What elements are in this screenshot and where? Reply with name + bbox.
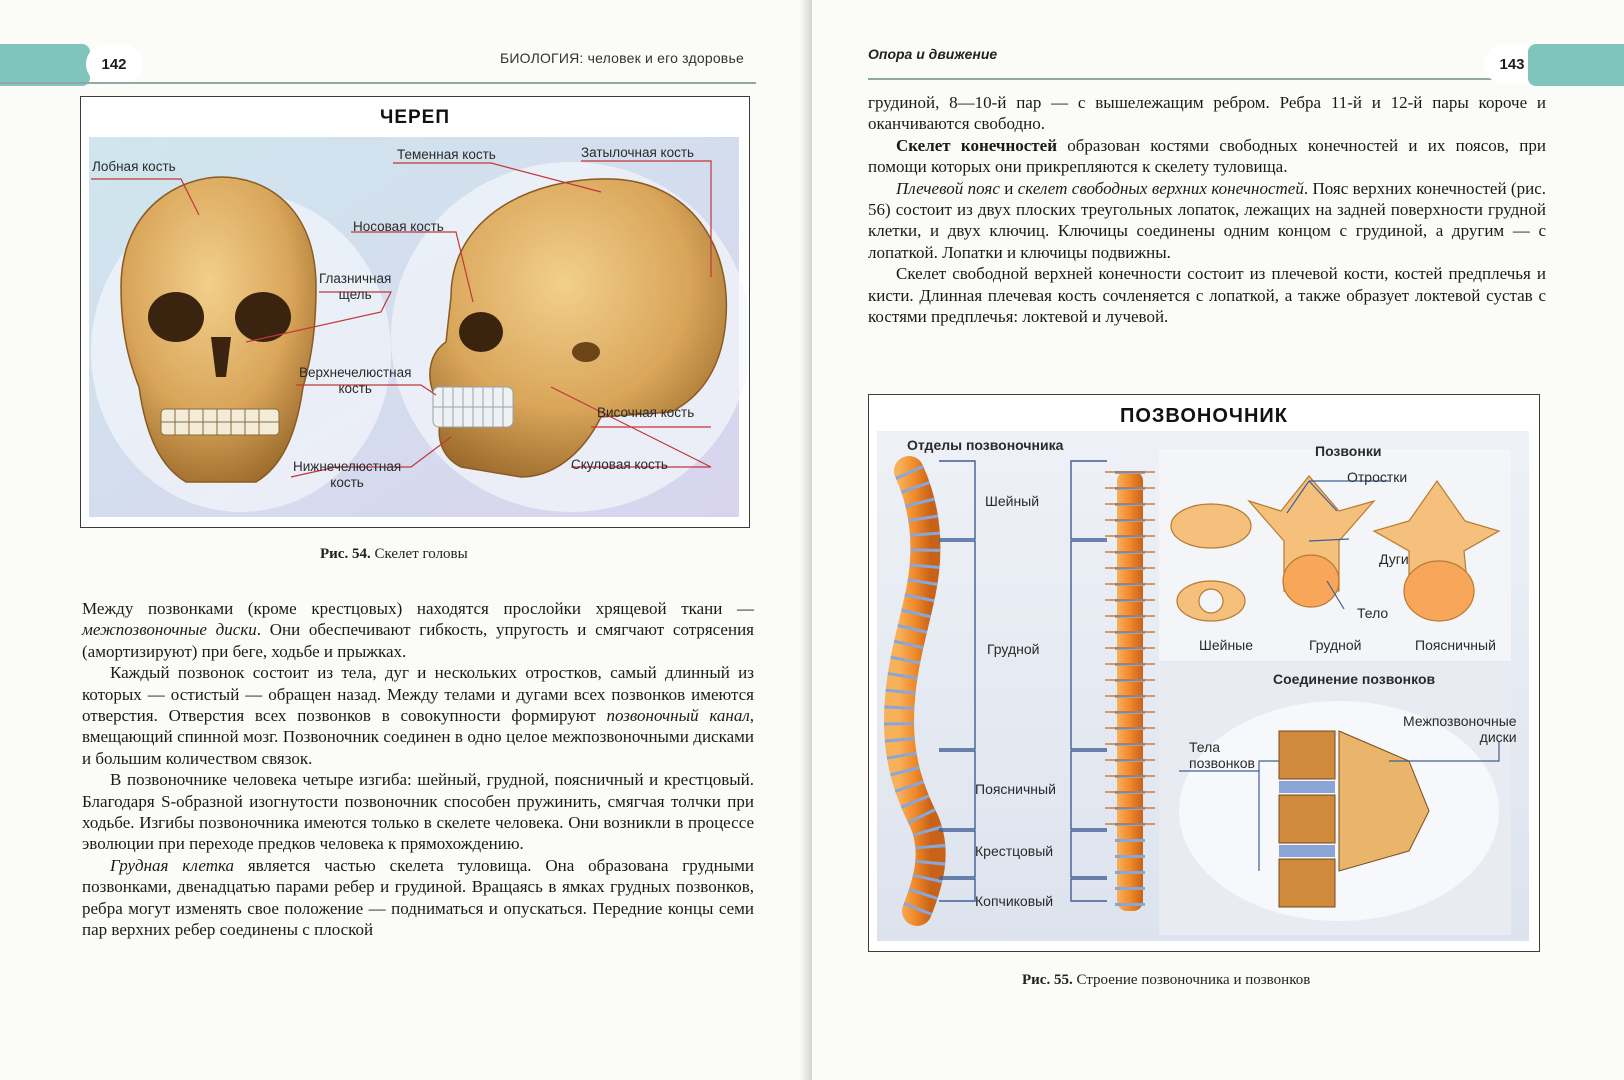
header-rule <box>0 82 756 84</box>
left-page: 142 БИОЛОГИЯ: человек и его здоровье ЧЕР… <box>0 0 808 1080</box>
label-maxilla-line1: Верхнечелюстная <box>299 365 412 380</box>
label-maxilla: Верхнечелюстная кость <box>299 365 411 396</box>
label-temporal: Височная кость <box>597 405 695 420</box>
paragraph: грудиной, 8—10-й пар — с вышележащим реб… <box>868 93 1546 134</box>
label-bodies-line1: Тела <box>1189 739 1221 755</box>
label-occipital: Затылочная кость <box>581 145 695 160</box>
connection-title: Соединение позвонков <box>1273 671 1436 687</box>
paragraph: Между позвонками (кроме крестцовых) нахо… <box>82 599 754 661</box>
label-orbit-line1: Глазничная <box>319 271 392 286</box>
label-maxilla-line2: кость <box>338 380 372 396</box>
label-parietal: Теменная кость <box>397 147 496 162</box>
caption-number: Рис. 55. <box>1022 972 1073 988</box>
paragraph: Скелет конечностей образован костями сво… <box>868 135 1546 177</box>
paragraph: Скелет свободной верхней конечности сост… <box>868 264 1546 327</box>
section-lumbar: Поясничный <box>975 781 1056 797</box>
running-title: БИОЛОГИЯ: человек и его здоровье <box>500 50 744 66</box>
label-discs: Межпозвоночные диски <box>1403 713 1517 745</box>
label-nasal: Носовая кость <box>353 219 444 234</box>
label-mandible-line1: Нижнечелюстная <box>293 459 402 474</box>
spine-illustration <box>877 431 1529 941</box>
sections-title: Отделы позвоночника <box>907 437 1064 453</box>
caption-text: Скелет головы <box>374 546 468 562</box>
vertebrae-title: Позвонки <box>1315 443 1382 459</box>
spine-side-view <box>883 456 946 926</box>
header-rule <box>868 78 1508 80</box>
label-frontal: Лобная кость <box>92 159 176 174</box>
caption-text: Строение позвоночника и позвонков <box>1076 972 1311 988</box>
paragraph: Плечевой пояс и скелет свободных верхних… <box>868 178 1546 262</box>
paragraph: Каждый позвонок состоит из тела, дуг и н… <box>82 663 754 768</box>
label-cervical-vertebrae: Шейные <box>1199 637 1254 653</box>
label-lumbar-vertebra: Поясничный <box>1415 637 1496 653</box>
right-body-text: грудиной, 8—10-й пар — с вышележащим реб… <box>868 92 1546 327</box>
header-tab <box>0 44 90 86</box>
label-orbit: Глазничная щель <box>319 271 391 302</box>
label-mandible-line2: кость <box>330 474 364 490</box>
page-number: 142 <box>86 44 142 84</box>
label-thoracic-vertebra: Грудной <box>1309 637 1362 653</box>
skull-figure: ЧЕРЕП <box>80 96 750 528</box>
spine-figure: ПОЗВОНОЧНИК <box>868 394 1540 952</box>
caption-number: Рис. 54. <box>320 546 371 562</box>
header-tab <box>1528 44 1624 86</box>
label-bodies-line2: позвонков <box>1189 755 1255 772</box>
label-arches: Дуги <box>1379 551 1409 567</box>
label-processes: Отростки <box>1347 469 1408 485</box>
vertebrae-drawings <box>1170 475 1501 622</box>
section-coccygeal: Копчиковый <box>975 893 1054 909</box>
label-discs-line2: диски <box>1479 729 1517 746</box>
left-body-text: Между позвонками (кроме крестцовых) нахо… <box>82 598 754 941</box>
label-discs-line1: Межпозвоночные <box>1403 713 1517 729</box>
side-skull <box>429 178 728 478</box>
paragraph: Грудная клетка является частью скелета т… <box>82 855 754 940</box>
front-skull <box>120 176 317 483</box>
section-thoracic: Грудной <box>987 641 1040 657</box>
label-zygomatic: Скуловая кость <box>571 457 668 472</box>
right-page: Опора и движение 143 грудиной, 8—10-й па… <box>812 0 1624 1080</box>
spine-front-view <box>1105 471 1155 911</box>
figure-title: ПОЗВОНОЧНИК <box>1119 405 1289 427</box>
figure-caption: Рис. 54. Скелет головы <box>320 546 468 563</box>
figure-caption: Рис. 55. Строение позвоночника и позвонк… <box>1022 972 1310 989</box>
section-cervical: Шейный <box>985 493 1040 509</box>
skull-illustration <box>89 137 748 517</box>
paragraph: В позвоночнике человека четыре изгиба: ш… <box>82 770 754 854</box>
figure-title: ЧЕРЕП <box>379 107 451 128</box>
label-orbit-line2: щель <box>338 286 372 302</box>
label-body: Тело <box>1357 605 1389 621</box>
running-title: Опора и движение <box>868 46 998 62</box>
section-sacral: Крестцовый <box>975 843 1054 859</box>
label-vertebral-bodies: Тела позвонков <box>1189 739 1255 771</box>
label-mandible: Нижнечелюстная кость <box>293 459 401 490</box>
